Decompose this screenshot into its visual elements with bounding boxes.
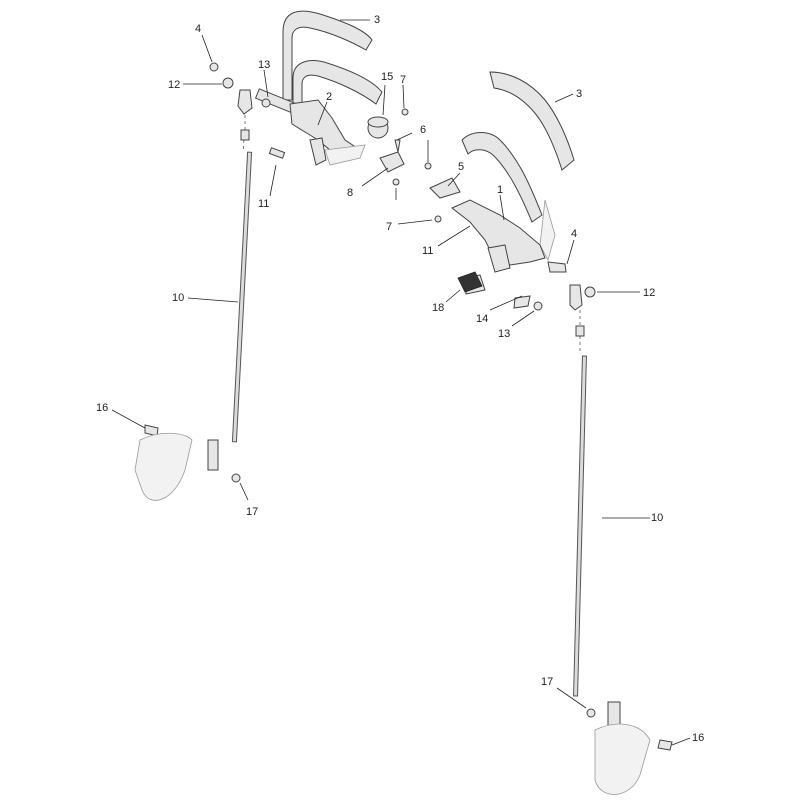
callout-11-right: 11	[422, 245, 433, 257]
callout-4-right: 4	[571, 228, 577, 240]
callout-17-right: 17	[541, 676, 553, 688]
callout-6: 6	[420, 124, 426, 136]
callout-14: 14	[476, 313, 488, 325]
callout-7-bottom: 7	[386, 221, 392, 233]
callout-13-left: 13	[258, 59, 270, 71]
callout-11-left: 11	[258, 198, 269, 210]
leader-lines	[111, 19, 691, 746]
callout-3-right: 3	[576, 88, 582, 100]
callout-10-right: 10	[651, 512, 663, 524]
right-rod-part	[573, 310, 673, 795]
callout-7-top: 7	[400, 74, 406, 86]
callout-17-left: 17	[246, 506, 258, 518]
callout-10-left: 10	[172, 292, 184, 304]
left-control-assembly-part	[254, 88, 409, 186]
callout-18: 18	[432, 302, 444, 314]
left-rod-part	[134, 62, 286, 501]
callout-12-left: 12	[168, 79, 180, 91]
callout-13-right: 13	[498, 328, 510, 340]
callout-3-left: 3	[374, 14, 380, 26]
callout-16-left: 16	[96, 402, 108, 414]
left-handle-part	[282, 10, 383, 111]
callout-1: 1	[497, 184, 503, 196]
callouts: 3 3 4 12 13 2 15 7 6 5 8 1 11 7 11 4 12 …	[96, 14, 704, 744]
callout-2: 2	[326, 91, 332, 103]
callout-12-right: 12	[643, 287, 655, 299]
right-control-assembly-part	[424, 162, 596, 311]
right-handle-part	[461, 71, 575, 262]
callout-8: 8	[347, 187, 353, 199]
callout-16-right: 16	[692, 732, 704, 744]
callout-4-left: 4	[195, 23, 201, 35]
callout-15: 15	[381, 71, 393, 83]
switch-part	[457, 271, 483, 293]
callout-5: 5	[458, 161, 464, 173]
